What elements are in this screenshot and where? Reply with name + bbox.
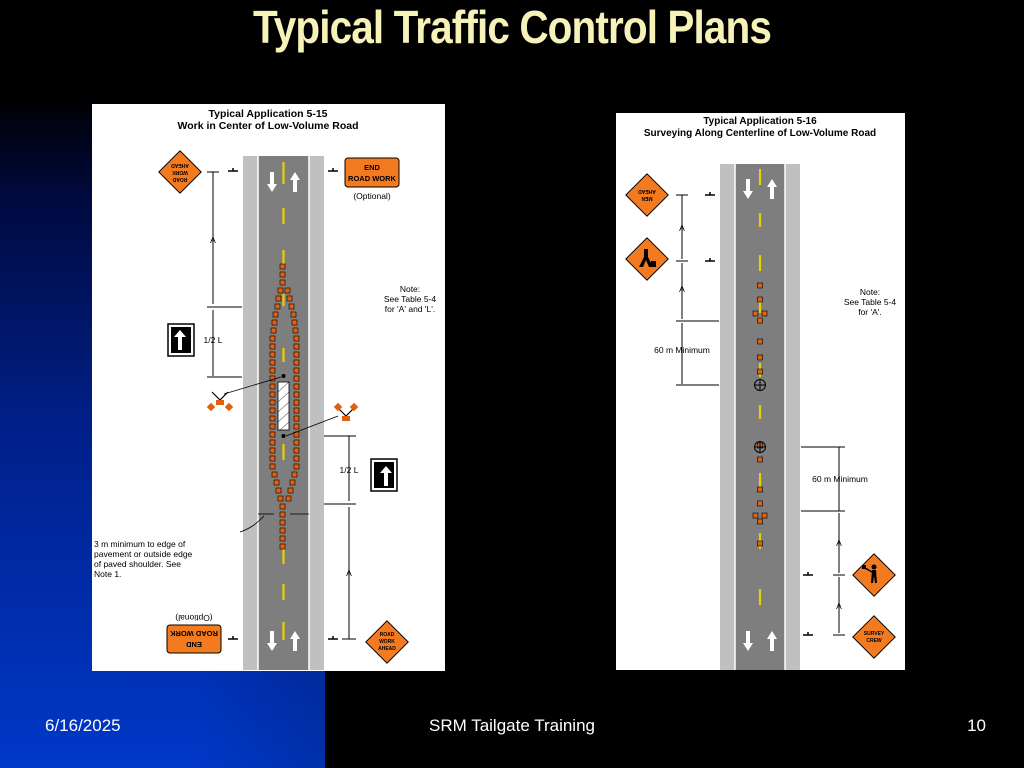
optional-label-reversed: (Optional)	[175, 613, 212, 623]
diagram-5-15: Typical Application 5-15 Work in Center …	[94, 108, 437, 670]
dimension-lines	[207, 171, 356, 640]
dimension-a: A	[836, 601, 842, 611]
slide-title: Typical Traffic Control Plans	[252, 1, 772, 53]
sign-end-road-work-reversed: END ROAD WORK	[166, 624, 222, 654]
lane-arrows-bottom	[743, 631, 777, 651]
note-text: See Table 5-4	[384, 294, 437, 304]
dimension-a: A	[679, 223, 685, 233]
svg-text:ROAD: ROAD	[172, 176, 187, 182]
caption-line: pavement or outside edge	[94, 549, 193, 559]
note-title: Note:	[400, 284, 420, 294]
sign-end-road-work: END ROAD WORK	[344, 157, 400, 188]
sign-posts	[705, 192, 813, 636]
svg-text:ROAD WORK: ROAD WORK	[169, 629, 217, 638]
svg-text:AHEAD: AHEAD	[638, 188, 656, 194]
svg-text:END: END	[364, 163, 380, 172]
flag-marker	[281, 374, 286, 378]
dimension-half-l: 1/2 L	[204, 335, 223, 345]
svg-text:ROAD: ROAD	[380, 632, 395, 638]
leader-lines	[223, 376, 339, 437]
dimension-60m: 60 m Minimum	[812, 474, 868, 484]
sign-road-work-ahead: ROAD WORK AHEAD	[365, 620, 409, 664]
dimension-60m: 60 m Minimum	[654, 345, 710, 355]
note-text: for 'A' and 'L'.	[385, 304, 435, 314]
footer-title: SRM Tailgate Training	[429, 716, 595, 735]
caption-line: 3 m minimum to edge of	[94, 539, 186, 549]
dimension-a: A	[346, 568, 352, 578]
sign-keep-right	[370, 458, 398, 492]
svg-text:AHEAD: AHEAD	[171, 162, 189, 168]
flagger-icon	[333, 402, 359, 421]
footer-date: 6/16/2025	[45, 716, 121, 735]
svg-text:END: END	[186, 640, 202, 649]
sign-survey-crew: SURVEY CREW	[852, 615, 896, 659]
svg-text:SURVEY: SURVEY	[864, 631, 885, 637]
svg-text:CREW: CREW	[866, 638, 882, 644]
dimension-a: A	[679, 284, 685, 294]
flag-marker	[281, 434, 286, 438]
lane-arrows-top	[743, 179, 777, 199]
diagram-subtitle: Surveying Along Centerline of Low-Volume…	[644, 128, 876, 139]
work-area	[277, 381, 290, 431]
diagram-title: Typical Application 5-16	[703, 116, 817, 127]
note-title: Note:	[860, 287, 880, 297]
sign-road-work-ahead-reversed: ROAD WORK AHEAD	[158, 150, 202, 194]
sign-men-ahead-reversed: MEN AHEAD	[625, 173, 669, 217]
dimension-lines	[676, 194, 845, 636]
svg-text:ROAD WORK: ROAD WORK	[348, 174, 396, 183]
svg-text:AHEAD: AHEAD	[378, 646, 396, 652]
sign-worker-symbol	[625, 237, 669, 281]
diagram-panel-5-16: Typical Application 5-16 Surveying Along…	[616, 113, 905, 670]
work-area-hatch	[277, 381, 290, 431]
note-text: See Table 5-4	[844, 297, 897, 307]
svg-text:WORK: WORK	[172, 169, 188, 175]
caption-line: of paved shoulder. See	[94, 559, 181, 569]
dimension-a: A	[836, 538, 842, 548]
dimension-a: A	[210, 235, 216, 245]
svg-text:MEN: MEN	[641, 195, 653, 201]
sign-posts	[228, 168, 338, 640]
caption-line: Note 1.	[94, 569, 121, 579]
sign-flagger-symbol	[852, 553, 896, 597]
note-text: for 'A'.	[858, 307, 882, 317]
diagram-panel-5-15: Typical Application 5-15 Work in Center …	[92, 104, 445, 671]
survey-points	[754, 379, 766, 453]
diagram-subtitle: Work in Center of Low-Volume Road	[177, 120, 358, 132]
flagger-icon	[206, 391, 234, 412]
offset-dimension	[239, 513, 309, 533]
lane-arrows-top	[267, 172, 300, 192]
channelizing-devices	[269, 263, 300, 550]
diagram-title: Typical Application 5-15	[208, 108, 327, 120]
lane-arrows-bottom	[267, 631, 300, 651]
svg-text:WORK: WORK	[379, 639, 395, 645]
sign-keep-right-reversed	[167, 323, 195, 357]
dimension-half-l: 1/2 L	[340, 465, 359, 475]
diagram-5-16: Typical Application 5-16 Surveying Along…	[625, 116, 897, 670]
slide-number: 10	[967, 716, 986, 735]
optional-label: (Optional)	[353, 191, 390, 201]
